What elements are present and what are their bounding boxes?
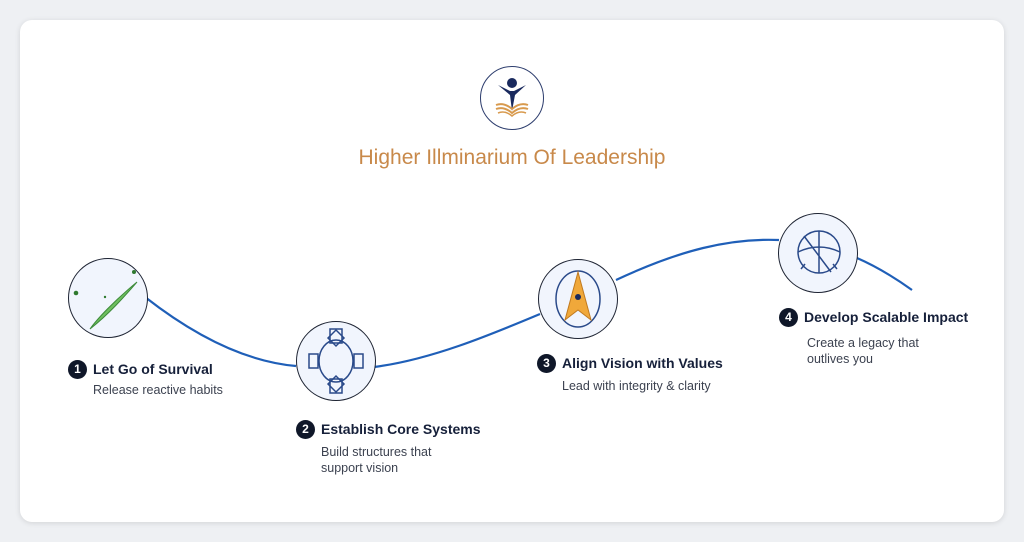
step-title-2: Establish Core Systems <box>321 421 481 437</box>
globe-icon <box>778 213 858 293</box>
step-title-4: Develop Scalable Impact <box>804 309 969 325</box>
structure-icon <box>296 321 376 401</box>
step-desc-2: Build structures that support vision <box>321 445 432 475</box>
step-badge-1: 1 <box>68 360 87 379</box>
page-title: Higher Illminarium Of Leadership <box>358 146 666 169</box>
step-title-1: Let Go of Survival <box>93 361 213 377</box>
step-desc-3: Lead with integrity & clarity <box>562 379 711 393</box>
step-badge-4: 4 <box>779 308 798 327</box>
step-desc-1: Release reactive habits <box>93 383 223 397</box>
step-title-3: Align Vision with Values <box>562 355 723 371</box>
step-desc-4: Create a legacy that outlives you <box>807 336 919 366</box>
leaf-icon <box>68 258 148 338</box>
compass-icon <box>538 259 618 339</box>
logo <box>480 66 544 130</box>
step-badge-2: 2 <box>296 420 315 439</box>
step-badge-3: 3 <box>537 354 556 373</box>
